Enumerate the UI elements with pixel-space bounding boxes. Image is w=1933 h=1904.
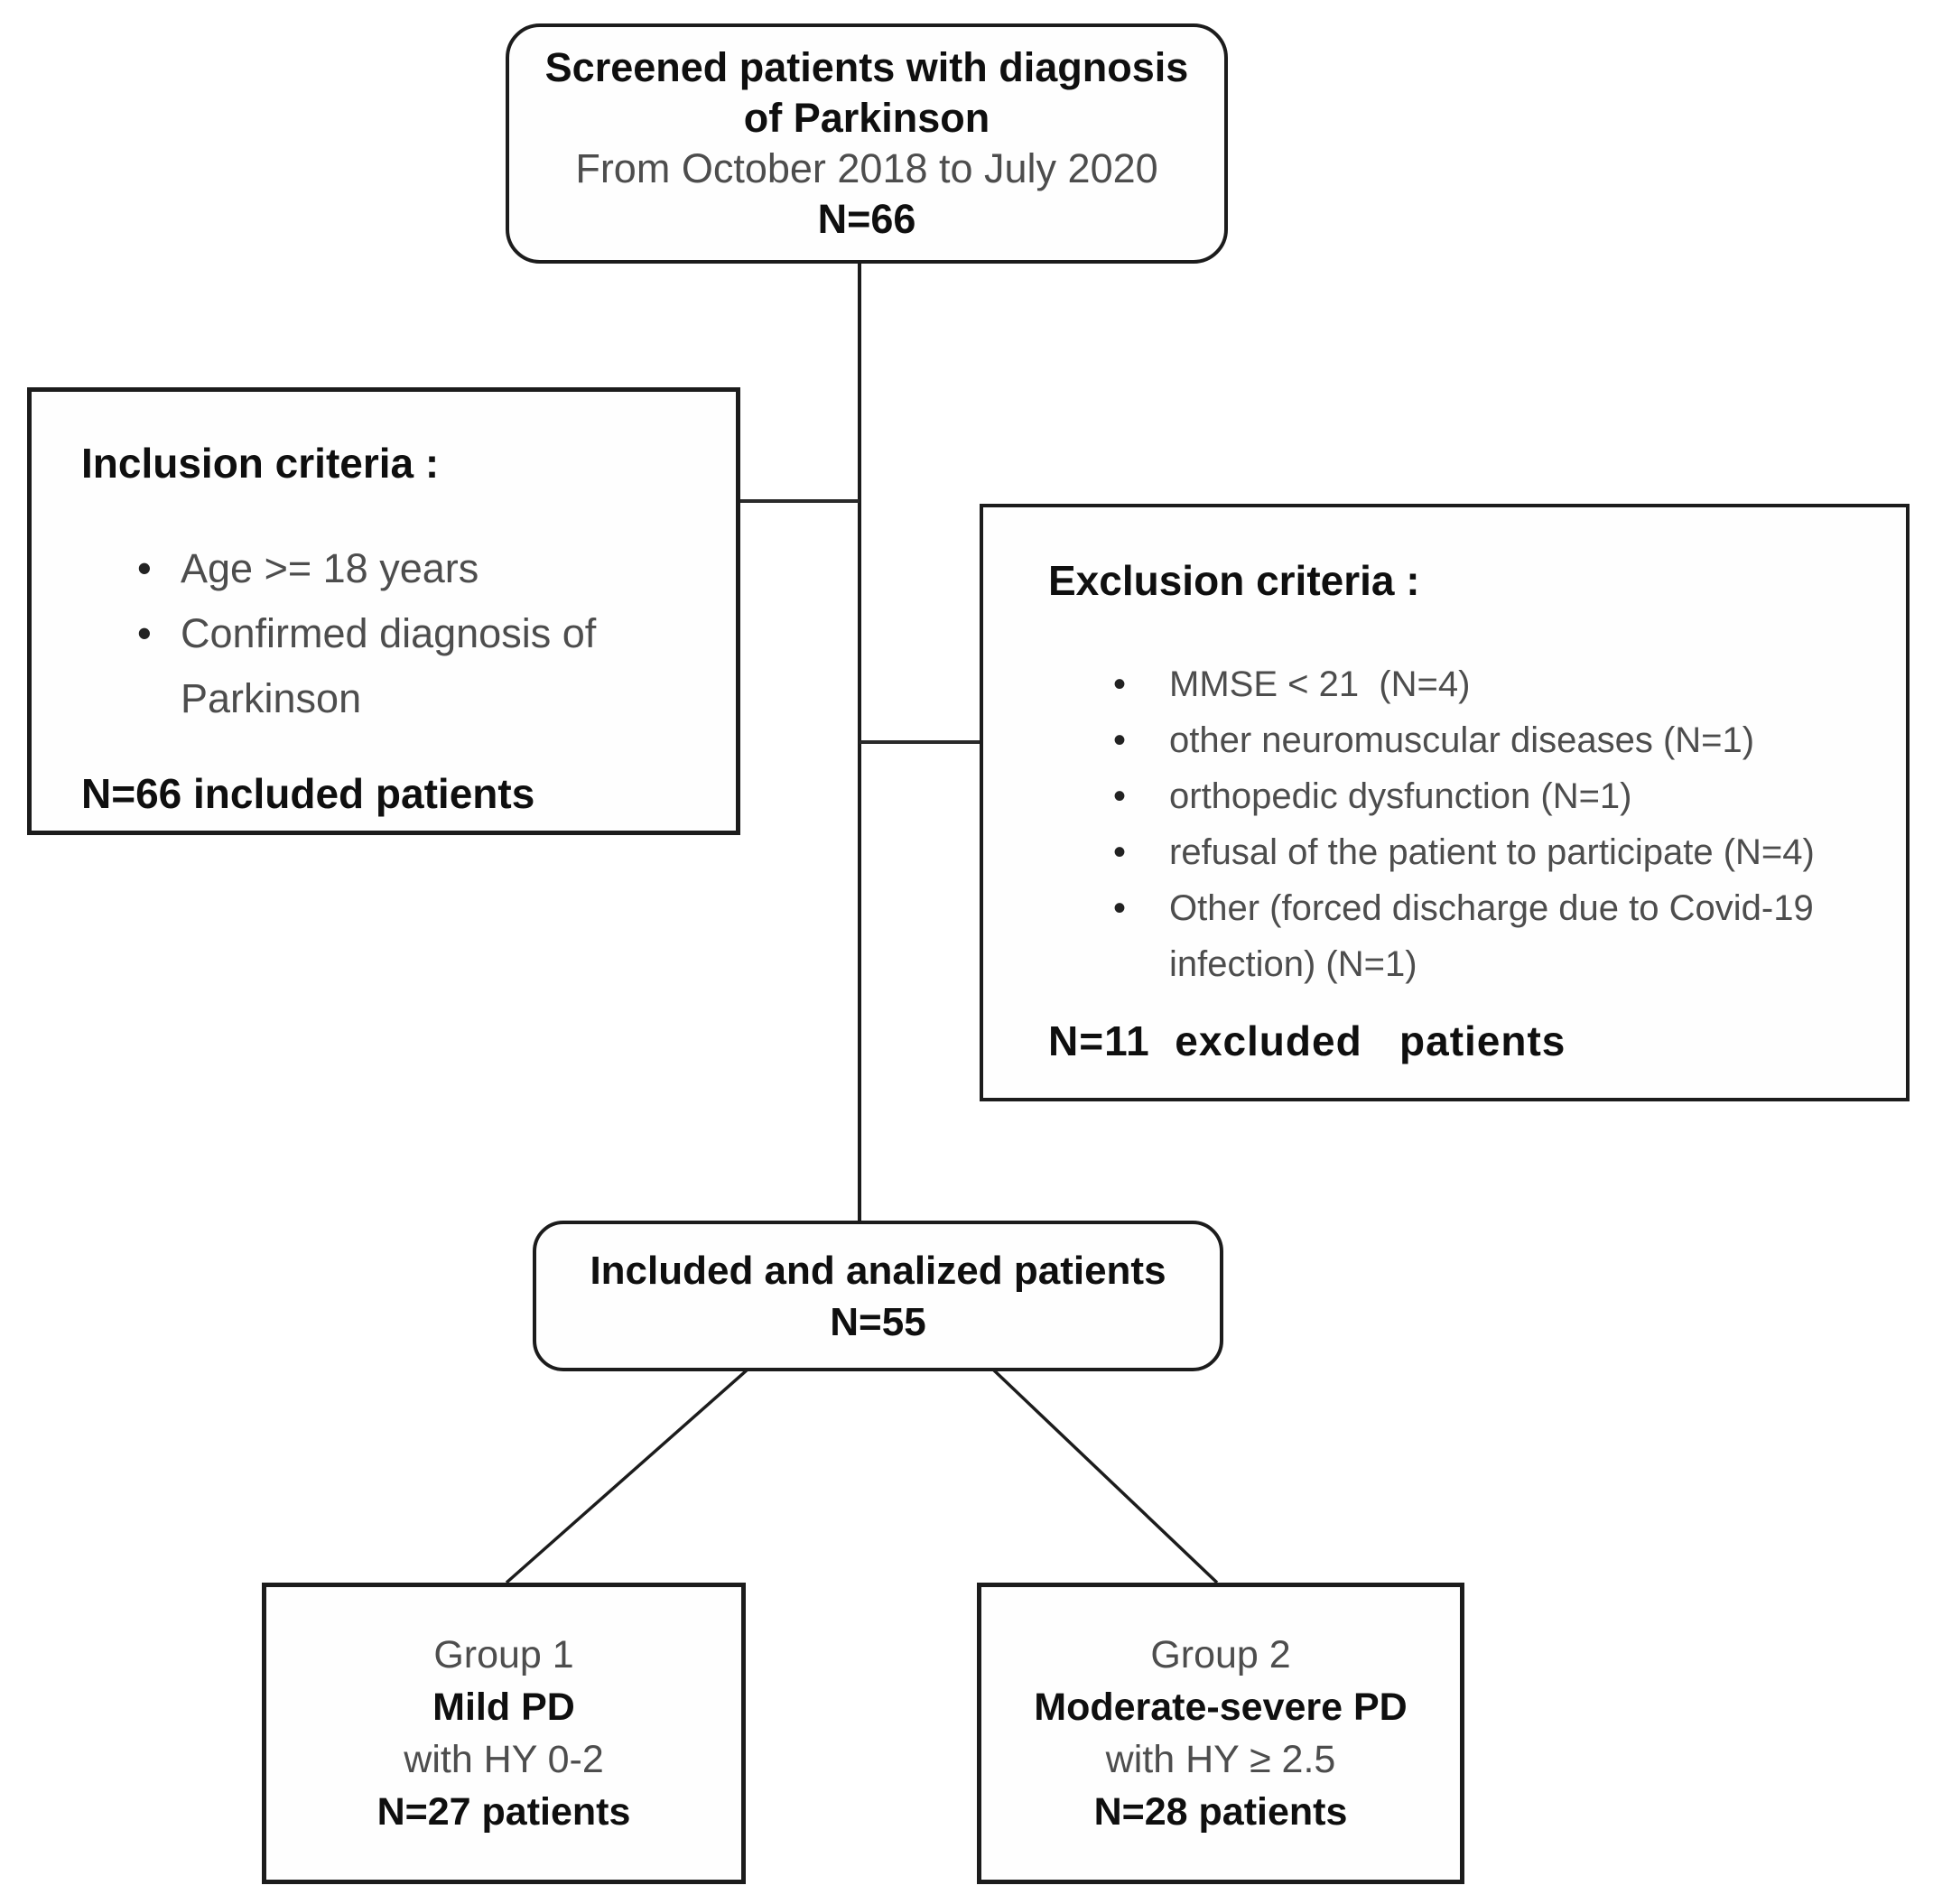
group2-box: Group 2 Moderate-severe PD with HY ≥ 2.5… <box>977 1583 1464 1884</box>
exclusion-n-count: N=11 excluded patients <box>1048 1017 1566 1064</box>
analyzed-patients-box: Included and analized patients N=55 <box>533 1221 1223 1371</box>
screened-title-line2: of Parkinson <box>743 95 990 141</box>
exclusion-heading: Exclusion criteria : <box>1048 557 1420 604</box>
group2-n-count: N=28 patients <box>1093 1790 1348 1834</box>
group1-box: Group 1 Mild PD with HY 0-2 N=27 patient… <box>262 1583 746 1884</box>
group1-label: Group 1 <box>433 1633 574 1676</box>
group1-name: Mild PD <box>432 1686 575 1729</box>
exclusion-bullet-orthopedic: orthopedic dysfunction (N=1) <box>1113 768 1886 824</box>
analyzed-title: Included and analized patients <box>590 1248 1166 1293</box>
exclusion-bullet-list: MMSE < 21 (N=4) other neuromuscular dise… <box>1048 656 1886 992</box>
analyzed-n-count: N=55 <box>830 1299 926 1344</box>
inclusion-n-count: N=66 included patients <box>81 770 535 817</box>
connector-analyzed-to-group1 <box>505 1368 749 1584</box>
screened-patients-box: Screened patients with diagnosis of Park… <box>506 23 1228 264</box>
exclusion-criteria-box: Exclusion criteria : MMSE < 21 (N=4) oth… <box>980 504 1910 1101</box>
inclusion-bullet-list: Age >= 18 years Confirmed diagnosis of P… <box>81 536 709 731</box>
group1-criteria: with HY 0-2 <box>404 1738 604 1781</box>
exclusion-bullet-other: Other (forced discharge due to Covid-19 … <box>1113 880 1886 992</box>
screened-title-line1: Screened patients with diagnosis <box>544 44 1189 90</box>
inclusion-criteria-box: Inclusion criteria : Age >= 18 years Con… <box>27 387 740 835</box>
inclusion-heading: Inclusion criteria : <box>81 440 440 487</box>
connector-analyzed-to-group2 <box>991 1368 1219 1584</box>
group1-n-count: N=27 patients <box>376 1790 631 1834</box>
screened-period: From October 2018 to July 2020 <box>575 145 1158 191</box>
inclusion-bullet-age: Age >= 18 years <box>137 536 709 601</box>
exclusion-bullet-refusal: refusal of the patient to participate (N… <box>1113 824 1886 880</box>
screened-n-count: N=66 <box>817 196 916 242</box>
group2-label: Group 2 <box>1150 1633 1291 1676</box>
inclusion-bullet-diagnosis: Confirmed diagnosis of Parkinson <box>137 601 709 731</box>
exclusion-bullet-mmse: MMSE < 21 (N=4) <box>1113 656 1886 712</box>
group2-name: Moderate-severe PD <box>1034 1686 1408 1729</box>
group2-criteria: with HY ≥ 2.5 <box>1105 1738 1336 1781</box>
exclusion-bullet-neuromuscular: other neuromuscular diseases (N=1) <box>1113 712 1886 768</box>
